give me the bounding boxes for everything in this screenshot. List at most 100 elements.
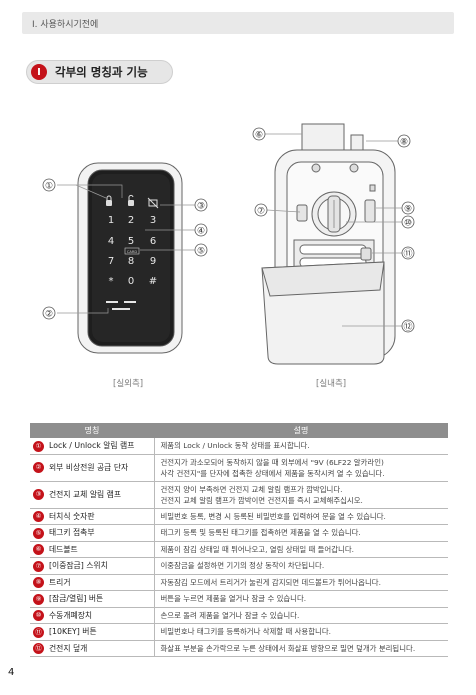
part-description-line: 제품의 Lock / Unlock 동작 상태를 표시합니다. — [160, 441, 310, 451]
part-description-line: 건전지 양이 부족하면 건전지 교체 알림 램프가 깜박입니다. — [160, 484, 343, 494]
part-name: Lock / Unlock 알림 램프 — [49, 441, 135, 450]
part-description-cell: 손으로 돌려 제품을 열거나 잠글 수 있습니다. — [153, 607, 448, 624]
callout-10: ⑩ — [401, 215, 415, 229]
table-row: ⑥ 데드볼트 제품이 잠김 상태일 때 튀어나오고, 열림 상태일 때 들어갑니다. — [30, 541, 448, 558]
part-description-cell: 태그키 등록 및 등록된 태그키를 접촉하면 제품을 열 수 있습니다. — [153, 524, 448, 542]
callout-9: ⑨ — [401, 201, 415, 215]
callout-10-label: ⑩ — [404, 219, 412, 229]
part-number-badge: ⑨ — [33, 593, 44, 605]
part-name: 건전지 덮개 — [49, 643, 88, 653]
part-number-badge: ④ — [33, 511, 44, 522]
page-number: 4 — [8, 667, 15, 678]
part-name: 외부 비상전원 공급 단자 — [49, 462, 129, 472]
part-name-cell: ② 외부 비상전원 공급 단자 — [30, 454, 154, 482]
part-number-badge: ② — [33, 462, 44, 474]
callout-2-label: ② — [45, 310, 53, 320]
table-body: ① Lock / Unlock 알림 램프 제품의 Lock / Unlock 동작… — [30, 438, 448, 657]
key-5: 5 — [128, 236, 134, 247]
part-number-badge: ③ — [33, 489, 44, 501]
card-label: CARD — [127, 250, 137, 254]
key-0: 0 — [128, 276, 134, 287]
header-name: 명칭 — [30, 423, 154, 438]
section-number: Ⅰ — [31, 64, 47, 80]
part-name: 데드볼트 — [49, 544, 78, 554]
callout-3: ③ — [194, 198, 208, 212]
callout-9-label: ⑨ — [404, 205, 412, 215]
external-power-terminal — [106, 301, 136, 310]
part-description-line: 화살표 부분을 손가락으로 누른 상태에서 화살표 방향으로 밀면 덮개가 분리… — [160, 643, 416, 653]
part-description-cell: 제품이 잠김 상태일 때 튀어나오고, 열림 상태일 때 들어갑니다. — [153, 541, 448, 558]
table-row: ② 외부 비상전원 공급 단자 건전지가 과소모되어 동작하지 않을 때 외부에서 … — [30, 454, 448, 482]
part-description-line: 제품이 잠김 상태일 때 튀어나오고, 열림 상태일 때 들어갑니다. — [160, 544, 354, 554]
part-description-cell: 버튼을 누르면 제품을 열거나 잠글 수 있습니다. — [153, 590, 448, 608]
leader-lines — [57, 133, 402, 327]
lock-unlock-button — [364, 199, 376, 223]
part-name-cell: ⑨ [잠금/열림] 버튼 — [30, 590, 154, 608]
callout-4-label: ④ — [197, 227, 205, 237]
table-row: ⑤ 태그키 접촉부 태그키 등록 및 등록된 태그키를 접촉하면 제품을 열 수 있… — [30, 524, 448, 542]
key-3: 3 — [150, 215, 156, 226]
key-8: 8 — [128, 256, 134, 267]
key-4: 4 — [108, 236, 114, 247]
touch-keypad: 1 2 3 4 5 6 7 8 9 * 0 # — [108, 215, 157, 287]
part-description-line: 비밀번호나 태그키를 등록하거나 삭제할 때 사용합니다. — [160, 627, 331, 637]
callout-2: ② — [42, 306, 56, 320]
part-name: [10KEY] 버튼 — [49, 627, 97, 636]
table-row: ⑪[10KEY] 버튼 비밀번호나 태그키를 등록하거나 삭제할 때 사용합니다. — [30, 623, 448, 641]
callout-5-label: ⑤ — [197, 247, 205, 257]
callout-badges: ① ② ③ ④ ⑤ ⑥ ⑦ ⑧ ⑨ ⑩ ⑪ ⑫ — [42, 127, 415, 333]
chapter-header: Ⅰ. 사용하시기전에 — [22, 12, 454, 34]
callout-1-label: ① — [45, 182, 53, 192]
header-description: 설명 — [154, 423, 448, 438]
table-row: ⑨ [잠금/열림] 버튼 버튼을 누르면 제품을 열거나 잠글 수 있습니다. — [30, 590, 448, 608]
part-name: 태그키 접촉부 — [49, 528, 95, 537]
callout-8-label: ⑧ — [400, 138, 408, 148]
callout-8: ⑧ — [397, 134, 411, 148]
key-2: 2 — [128, 215, 134, 226]
part-name-cell: ③ 건전지 교체 알림 램프 — [30, 481, 154, 509]
part-description-line: 비밀번호 등록, 변경 시 등록된 비밀번호를 입력하여 문을 열 수 있습니다… — [160, 511, 386, 521]
part-name: 건전지 교체 알림 램프 — [49, 489, 121, 499]
part-number-badge: ⑧ — [33, 577, 44, 588]
part-description-line: 손으로 돌려 제품을 열거나 잠글 수 있습니다. — [160, 610, 300, 620]
callout-12-label: ⑫ — [403, 322, 412, 333]
card-contact-area: CARD — [124, 247, 140, 255]
double-lock-switch — [296, 204, 308, 222]
battery-lamp — [147, 197, 159, 209]
part-description-line: 건전지 교체 알림 램프가 깜박이면 건전지를 즉시 교체해주십시오. — [160, 495, 363, 505]
part-description-line: 이중잠금을 설정하면 기기의 정상 동작이 차단됩니다. — [160, 561, 325, 571]
part-number-badge: ① — [33, 440, 44, 452]
part-name: [잠금/열림] 버튼 — [49, 594, 104, 603]
callout-3-label: ③ — [197, 202, 205, 212]
part-description-line: 자동잠김 모드에서 트리거가 눌린게 감지되면 데드볼트가 튀어나옵니다. — [160, 577, 381, 587]
table-header-row: 명칭 설명 — [30, 423, 448, 438]
part-description-cell: 화살표 부분을 손가락으로 누른 상태에서 화살표 방향으로 밀면 덮개가 분리… — [153, 640, 448, 657]
part-name-cell: ⑪[10KEY] 버튼 — [30, 623, 154, 641]
part-description-line: 사각 건전지"를 단자에 접촉한 상태에서 제품을 동작시켜 열 수 있습니다. — [160, 468, 385, 478]
callout-5: ⑤ — [194, 243, 208, 257]
table-row: ⑦[이중잠금] 스위치 이중잠금을 설정하면 기기의 정상 동작이 차단됩니다. — [30, 557, 448, 575]
callout-7-label: ⑦ — [257, 207, 265, 217]
part-description-cell: 건전지가 과소모되어 동작하지 않을 때 외부에서 "9V (6LF22 알카라… — [153, 454, 448, 482]
product-illustration: 1 2 3 4 5 6 7 8 9 * 0 # CARD — [42, 123, 415, 365]
manual-turn-knob — [311, 191, 357, 237]
callout-1: ① — [42, 178, 56, 192]
outside-unit: 1 2 3 4 5 6 7 8 9 * 0 # CARD — [77, 162, 183, 354]
section-heading: 각부의 명칭과 기능 — [55, 65, 148, 79]
part-number-badge: ⑤ — [33, 527, 44, 539]
callout-6: ⑥ — [252, 127, 266, 141]
callout-4: ④ — [194, 223, 208, 237]
key-6: 6 — [150, 236, 156, 247]
part-name-cell: ⑦[이중잠금] 스위치 — [30, 557, 154, 575]
part-description-cell: 비밀번호나 태그키를 등록하거나 삭제할 때 사용합니다. — [153, 623, 448, 641]
part-description-cell: 비밀번호 등록, 변경 시 등록된 비밀번호를 입력하여 문을 열 수 있습니다… — [153, 508, 448, 525]
part-name-cell: ⑤ 태그키 접촉부 — [30, 524, 154, 542]
part-number-badge: ⑥ — [33, 544, 44, 555]
caption-inside: [실내측] — [316, 379, 347, 389]
